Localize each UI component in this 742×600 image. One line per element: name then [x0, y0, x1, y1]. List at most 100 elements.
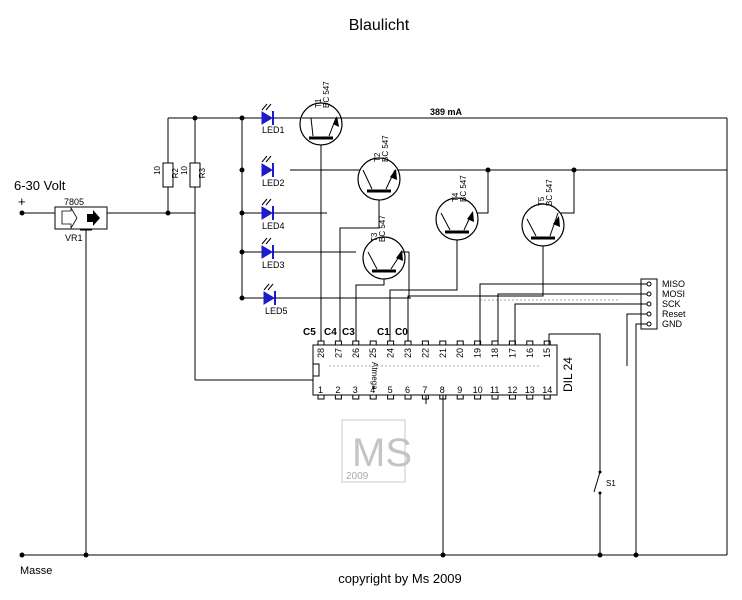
chip-top-pin-number-18: 18: [490, 348, 500, 358]
r3-value: 10: [180, 165, 189, 174]
schematic-title: Blaulicht: [349, 17, 410, 34]
chip-top-pin-number-16: 16: [525, 348, 535, 358]
isp-gnd-label: GND: [662, 319, 683, 329]
chip-top-pin-19: [474, 340, 482, 346]
t1-type: BC 547: [322, 81, 331, 108]
chip-bottom-pin-13: [526, 394, 534, 400]
resistor-r3: 10 R3: [180, 162, 207, 188]
chip-bottom-pin-number-7: 7: [422, 385, 427, 395]
transistor-t4: T4 BC 547: [435, 175, 479, 241]
led4-label: LED4: [262, 221, 285, 231]
t2-type: BC 547: [381, 135, 390, 162]
chip-bottom-pin-6: [404, 394, 412, 400]
chip-top-pin-25: [369, 340, 377, 346]
chip-bottom-pin-3: [352, 394, 360, 400]
chip-bottom-pin-number-12: 12: [507, 385, 517, 395]
resistor-r2: 10 R2: [153, 162, 180, 188]
led3-label: LED3: [262, 260, 285, 270]
supply-voltage-label: 6-30 Volt: [14, 178, 66, 193]
chip-top-pin-21: [439, 340, 447, 346]
chip-top-pin-number-21: 21: [438, 348, 448, 358]
led-1: LED1: [242, 103, 285, 135]
chip-bottom-pin-number-9: 9: [457, 385, 462, 395]
chip-bottom-pin-2: [334, 394, 342, 400]
chip-bottom-pin-14: [543, 394, 551, 400]
chip-bottom-pin-number-11: 11: [490, 385, 499, 395]
isp-miso-label: MISO: [662, 279, 685, 289]
chip-top-pin-number-17: 17: [507, 348, 517, 358]
t3-type: BC 547: [378, 215, 387, 242]
regulator-part: 7805: [64, 197, 84, 207]
led-4: LED4: [242, 198, 285, 231]
chip-top-pin-28: [317, 340, 325, 346]
led2-label: LED2: [262, 178, 285, 188]
chip-bottom-pin-number-8: 8: [440, 385, 445, 395]
switch-s1: S1: [593, 470, 616, 495]
chip-bottom-pin-number-5: 5: [388, 385, 393, 395]
chip-top-pin-23: [404, 340, 412, 346]
transistor-t2: T2 BC 547: [357, 135, 401, 201]
led5-label: LED5: [265, 306, 288, 316]
watermark-year: 2009: [346, 471, 369, 482]
led-3: LED3: [242, 237, 285, 270]
t4-type: BC 547: [459, 175, 468, 202]
chip-top-pin-20: [456, 340, 464, 346]
chip-top-pin-number-27: 27: [333, 348, 343, 358]
chip-bottom-pin-12: [508, 394, 516, 400]
led1-label: LED1: [262, 125, 285, 135]
chip-top-pin-number-15: 15: [542, 348, 552, 358]
chip-top-pin-number-25: 25: [368, 348, 378, 358]
chip-top-pin-26: [352, 340, 360, 346]
chip-top-pin-24: [387, 340, 395, 346]
r3-ref: R3: [198, 167, 207, 178]
chip-bottom-pin-number-3: 3: [353, 385, 358, 395]
chip-top-pin-15: [543, 340, 551, 346]
port-labels: C5 C4 C3 C1 C0: [303, 327, 408, 338]
chip-bottom-pin-10: [474, 394, 482, 400]
r2-value: 10: [153, 165, 162, 174]
ground-label: Masse: [20, 565, 52, 577]
chip-top-pin-22: [421, 340, 429, 346]
chip-label: Atmega: [370, 362, 379, 390]
chip-top-pin-number-20: 20: [455, 348, 465, 358]
chip-package-label: DIL 24: [561, 357, 575, 392]
chip-bottom-pin-5: [387, 394, 395, 400]
chip-bottom-pin-7: [421, 394, 429, 400]
t2-ref: T2: [373, 152, 382, 162]
port-c3-label: C3: [342, 327, 355, 338]
chip-top-pin-number-19: 19: [473, 348, 483, 358]
chip-bottom-pin-number-13: 13: [525, 385, 535, 395]
chip-top-pin-number-24: 24: [386, 348, 396, 358]
chip-bottom-pin-4: [369, 394, 377, 400]
chip-bottom-pin-number-14: 14: [542, 385, 552, 395]
port-c4-label: C4: [324, 327, 337, 338]
chip-bottom-pin-number-6: 6: [405, 385, 410, 395]
chip-bottom-pin-number-2: 2: [335, 385, 340, 395]
chip-top-pin-number-23: 23: [403, 348, 413, 358]
isp-sck-label: SCK: [662, 299, 681, 309]
chip-top-pin-27: [334, 340, 342, 346]
transistor-wiring: [273, 117, 577, 345]
plus-label: +: [18, 194, 26, 209]
isp-reset-label: Reset: [662, 309, 686, 319]
t1-ref: T1: [314, 98, 323, 108]
t5-ref: T5: [537, 196, 546, 206]
chip-bottom-pin-9: [456, 394, 464, 400]
voltage-regulator: 7805 VR1: [54, 197, 108, 243]
chip-top-pin-number-26: 26: [351, 348, 361, 358]
chip-top-pin-number-22: 22: [420, 348, 430, 358]
port-c5-label: C5: [303, 327, 316, 338]
r2-ref: R2: [171, 167, 180, 178]
transistor-t5: T5 BC 547: [521, 179, 565, 247]
chip-bottom-pin-number-10: 10: [473, 385, 483, 395]
transistor-t1: T1 BC 547: [299, 81, 346, 146]
transistor-t3: T3 BC 547: [362, 215, 409, 280]
watermark-letters: MS: [352, 431, 412, 475]
regulator-ref: VR1: [65, 233, 83, 243]
port-c1-label: C1: [377, 327, 390, 338]
chip-bottom-pin-number-1: 1: [318, 385, 323, 395]
isp-header: MISO MOSI SCK Reset GND: [425, 278, 686, 555]
